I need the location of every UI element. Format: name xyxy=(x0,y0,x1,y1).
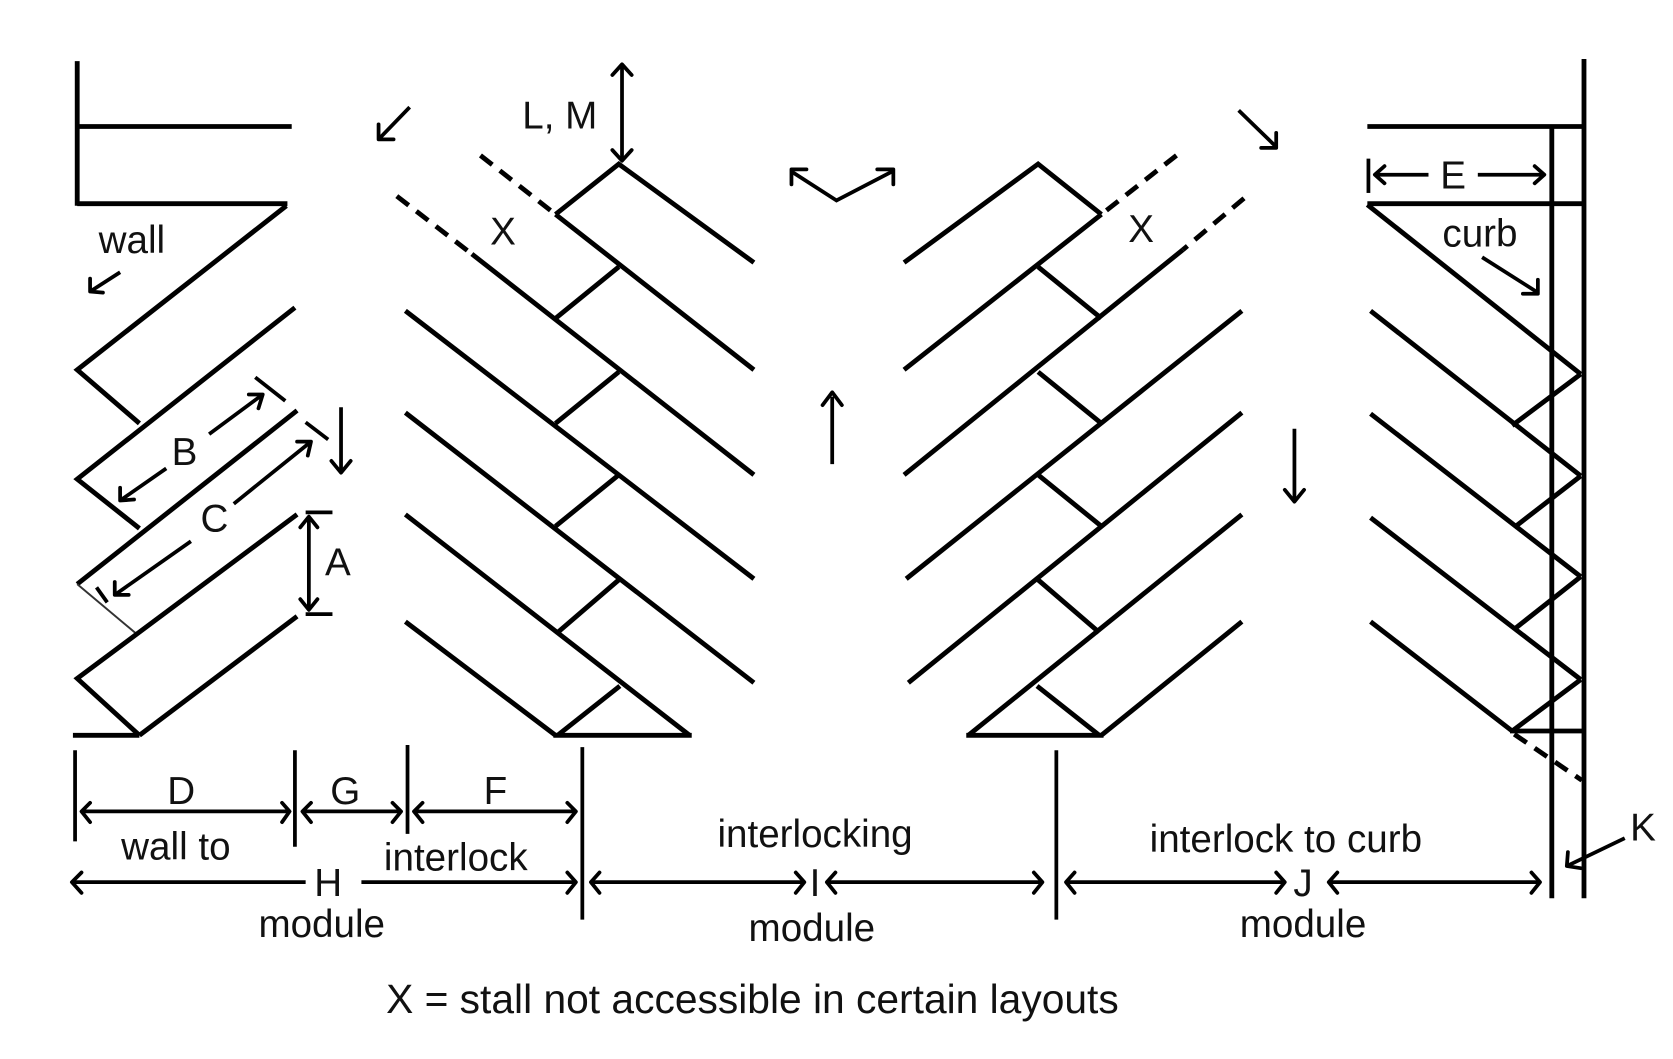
wall-stall-5 xyxy=(137,614,299,738)
dimension-lm xyxy=(610,62,634,163)
label-j: J xyxy=(1293,862,1312,905)
dimension-j xyxy=(1064,870,1542,895)
dimension-d xyxy=(79,800,292,824)
inaccessible-stall-line xyxy=(478,153,558,217)
wall-stall-3 xyxy=(75,408,299,587)
wall-stall-3-end xyxy=(76,583,138,636)
wall-stall-2 xyxy=(73,305,297,531)
inaccessible-marker-right: X xyxy=(1128,208,1154,251)
dimension-h xyxy=(69,870,578,895)
module-j-line2: module xyxy=(1240,903,1367,946)
wall-arrow-icon xyxy=(88,270,122,295)
legend-note: X = stall not accessible in certain layo… xyxy=(386,976,1119,1022)
inaccessible-stall-line xyxy=(395,194,474,256)
module-h-line2: interlock xyxy=(384,836,528,879)
label-c: C xyxy=(201,498,229,541)
dimension-e xyxy=(1366,158,1547,193)
dimension-f xyxy=(412,800,578,824)
label-d: D xyxy=(167,770,195,813)
down-arrow-icon xyxy=(329,407,353,475)
module-h-line3: module xyxy=(258,903,385,946)
inaccessible-marker-left: X xyxy=(490,210,516,253)
module-i-line1: interlocking xyxy=(717,813,912,856)
dimension-g xyxy=(300,800,403,824)
module-h-line1: wall to xyxy=(120,826,230,869)
label-k: K xyxy=(1630,806,1656,849)
diagonal-arrow-right-icon xyxy=(1237,109,1279,150)
wall-label: wall xyxy=(98,219,165,262)
dimension-b xyxy=(118,375,287,503)
label-i: I xyxy=(810,862,821,905)
interlock-right-module xyxy=(902,153,1246,738)
label-b: B xyxy=(172,431,198,474)
label-a: A xyxy=(325,542,351,585)
label-f: F xyxy=(484,770,508,813)
inaccessible-stall-line xyxy=(1181,196,1246,252)
dimension-k xyxy=(1564,836,1626,871)
up-arrow-icon xyxy=(820,390,844,465)
curb-arrow-icon xyxy=(1481,255,1540,296)
interlock-left-module xyxy=(395,153,756,738)
module-j-line1: interlock to curb xyxy=(1150,818,1422,861)
label-lm: L, M xyxy=(522,95,597,138)
wall-stall-1 xyxy=(73,203,288,426)
dimension-i xyxy=(589,870,1045,895)
module-i-line2: module xyxy=(749,907,876,950)
inaccessible-stall-line xyxy=(1099,153,1178,217)
diagonal-arrow-icon xyxy=(376,105,412,142)
label-h: H xyxy=(314,862,342,905)
curb-module xyxy=(1365,58,1587,899)
down-arrow-right-icon xyxy=(1282,428,1306,504)
wall-module xyxy=(72,61,299,738)
curb-label: curb xyxy=(1442,213,1517,256)
label-g: G xyxy=(330,770,360,813)
dimension-a xyxy=(298,510,333,617)
turn-arrows-icon xyxy=(789,167,896,203)
dimension-c xyxy=(94,420,330,604)
wall-stall-4 xyxy=(73,512,299,738)
dimension-ticks xyxy=(73,744,1059,920)
label-e: E xyxy=(1440,155,1466,198)
